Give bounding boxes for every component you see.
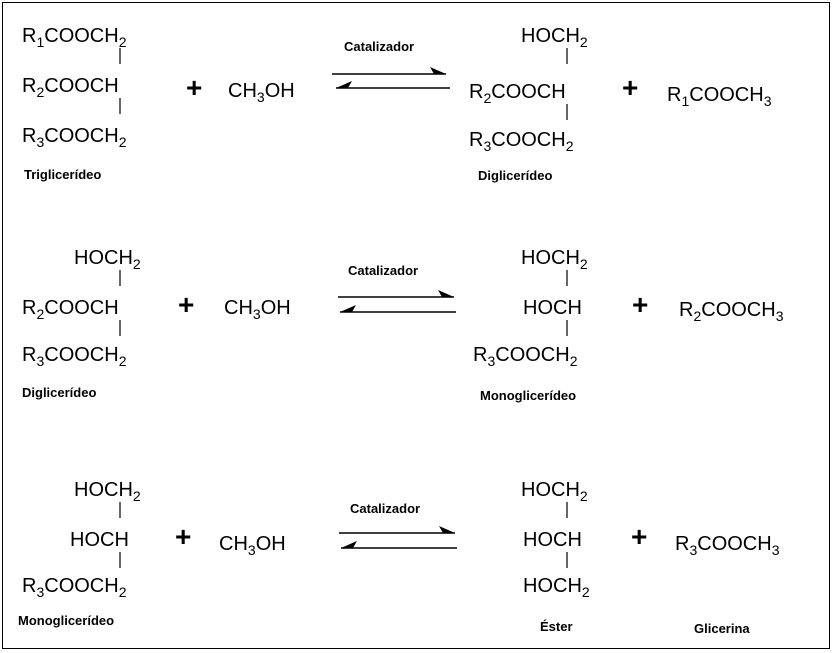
r1-product-line-1: HOCH2	[521, 25, 588, 50]
r3-reactant-line-3: R3COOCH2	[22, 575, 127, 600]
r3-coproduct: R3COOCH3	[675, 533, 780, 558]
r2-reactant-line-2: R2COOCH	[22, 297, 119, 322]
r1-reactant-line-1: R1COOCH2	[22, 25, 127, 50]
r1-coproduct: R1COOCH3	[667, 84, 772, 109]
r2-product-line-3: R3COOCH2	[473, 344, 578, 369]
r2-product-line-1: HOCH2	[521, 247, 588, 272]
reactant-diglyceride: HOCH2 R2COOCH R3COOCH2 Diglicerídeo	[22, 247, 141, 400]
r2-coproduct: R2COOCH3	[679, 299, 784, 324]
r2-reactant-line-3: R3COOCH2	[22, 344, 127, 369]
product-diglyceride: HOCH2 R2COOCH R3COOCH2 Diglicerídeo	[469, 25, 588, 183]
r3-product-line-3: HOCH2	[523, 575, 590, 600]
r3-reactant-name: Monoglicerídeo	[18, 613, 114, 628]
r3-plus-1: +	[175, 521, 191, 552]
product-monoglyceride: HOCH2 HOCH R3COOCH2 Monoglicerídeo	[473, 247, 588, 403]
r2-product-line-2: HOCH	[523, 297, 582, 319]
r3-methanol: CH3OH	[219, 533, 286, 558]
reaction-1: R1COOCH2 R2COOCH R3COOCH2 Triglicerídeo …	[22, 25, 772, 183]
r1-product-line-3: R3COOCH2	[469, 129, 574, 154]
r3-reactant-line-2: HOCH	[70, 529, 129, 551]
reaction-3: HOCH2 HOCH R3COOCH2 Monoglicerídeo + CH3…	[18, 479, 780, 636]
r1-reactant-line-2: R2COOCH	[22, 75, 119, 100]
r2-reactant-line-1: HOCH2	[74, 247, 141, 272]
r1-methanol: CH3OH	[228, 80, 295, 105]
r1-plus-1: +	[186, 72, 202, 103]
r3-plus-2: +	[631, 521, 647, 552]
r3-product-line-2: HOCH	[523, 529, 582, 551]
r3-product-name: Éster	[540, 619, 573, 634]
r3-equilibrium-arrow	[339, 526, 457, 549]
r1-product-line-2: R2COOCH	[469, 81, 566, 106]
r1-plus-2: +	[622, 72, 638, 103]
r1-reactant-line-3: R3COOCH2	[22, 125, 127, 150]
r1-product-name: Diglicerídeo	[478, 168, 552, 183]
r3-product-line-1: HOCH2	[521, 479, 588, 504]
r1-equilibrium-arrow	[332, 67, 450, 89]
r1-reactant-name: Triglicerídeo	[24, 167, 101, 182]
reactant-triglyceride: R1COOCH2 R2COOCH R3COOCH2 Triglicerídeo	[22, 25, 127, 182]
r2-methanol: CH3OH	[224, 297, 291, 322]
r2-product-name: Monoglicerídeo	[480, 388, 576, 403]
r2-catalyst-label: Catalizador	[348, 263, 418, 278]
r3-coproduct-name: Glicerina	[694, 621, 750, 636]
product-ester: HOCH2 HOCH HOCH2 Éster	[521, 479, 590, 634]
r2-equilibrium-arrow	[338, 290, 456, 313]
r3-reactant-line-1: HOCH2	[74, 479, 141, 504]
reactant-monoglyceride: HOCH2 HOCH R3COOCH2 Monoglicerídeo	[18, 479, 141, 628]
r2-reactant-name: Diglicerídeo	[22, 385, 96, 400]
r3-catalyst-label: Catalizador	[350, 501, 420, 516]
reaction-2: HOCH2 R2COOCH R3COOCH2 Diglicerídeo + CH…	[22, 247, 784, 403]
r2-plus-1: +	[178, 289, 194, 320]
r2-plus-2: +	[632, 289, 648, 320]
r1-catalyst-label: Catalizador	[344, 39, 414, 54]
